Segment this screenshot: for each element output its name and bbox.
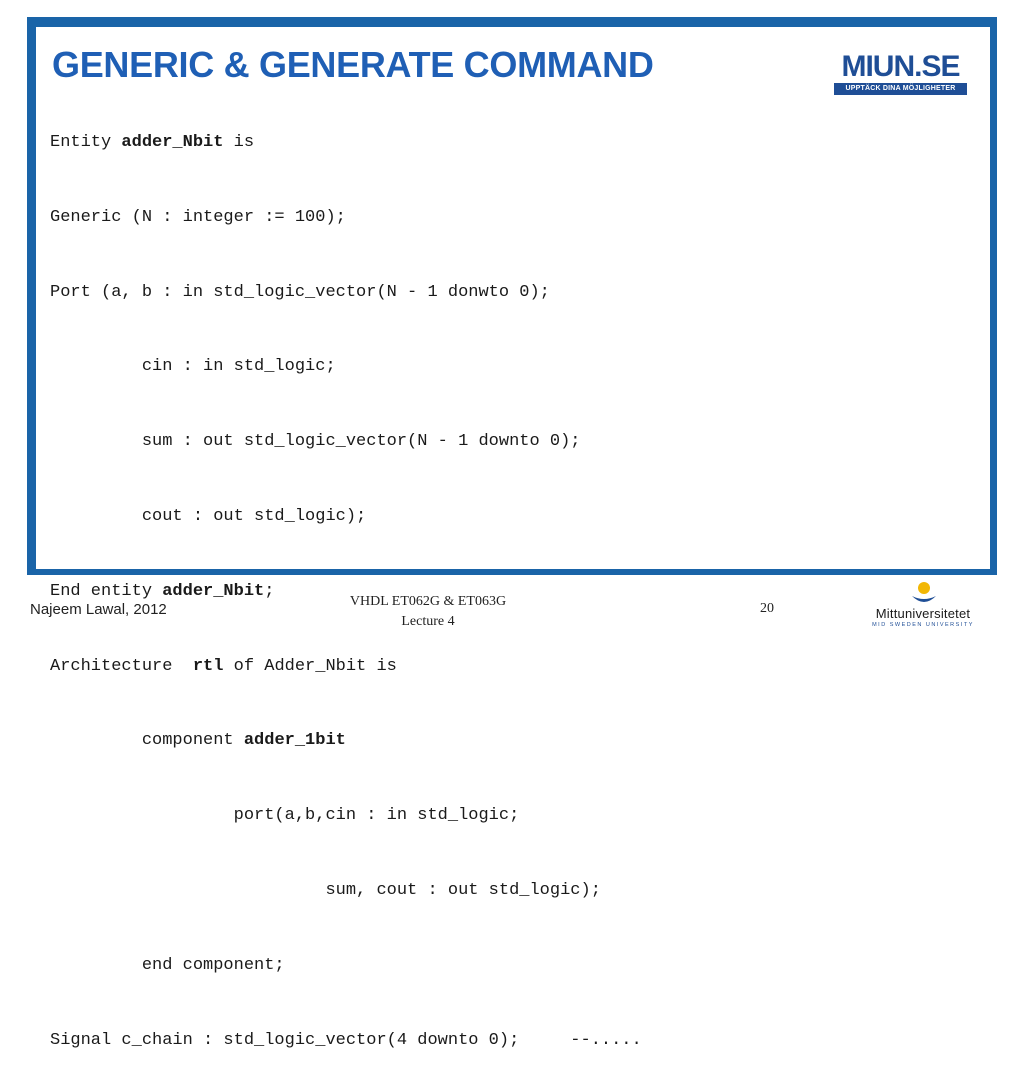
code-line: Architecture rtl of Adder_Nbit is [50,656,397,676]
code-line: Signal c_chain : std_logic_vector(4 down… [50,1030,642,1050]
code-block: Entity adder_Nbit is Generic (N : intege… [50,94,642,1085]
code-line: end component; [50,955,285,975]
university-name: Mittuniversitetet [875,606,971,621]
code-line: sum, cout : out std_logic); [50,880,601,900]
university-subtitle: MID SWEDEN UNIVERSITY [872,622,974,628]
footer-lecture: Lecture 4 [401,614,455,629]
page-number: 20 [760,601,774,616]
miun-logo-text: MIUN.SE [841,50,960,83]
code-line: Generic (N : integer := 100); [50,207,346,227]
code-line: port(a,b,cin : in std_logic; [50,806,520,826]
code-line: End entity adder_Nbit; [50,581,275,601]
mittuniversitetet-logo: Mittuniversitetet MID SWEDEN UNIVERSITY [858,580,988,635]
footer-author: Najeem Lawal, 2012 [30,601,167,618]
code-line: cout : out std_logic); [50,506,367,526]
footer-course-name: VHDL ET062G & ET063G [349,594,507,609]
code-line: sum : out std_logic_vector(N - 1 downto … [50,432,581,452]
code-line: Entity adder_Nbit is [50,133,255,152]
footer-course: VHDL ET062G & ET063G Lecture 4 [300,592,556,632]
university-mark-icon [912,582,936,602]
slide-title: GENERIC & GENERATE COMMAND [52,44,654,85]
miun-logo-tagline: UPPTÄCK DINA MÖJLIGHETER [834,83,967,95]
miun-logo: MIUN.SE UPPTÄCK DINA MÖJLIGHETER [834,52,967,96]
code-line: Port (a, b : in std_logic_vector(N - 1 d… [50,282,550,302]
code-line: component adder_1bit [50,731,346,751]
code-line: cin : in std_logic; [50,357,336,377]
slide-content-area [36,27,990,569]
